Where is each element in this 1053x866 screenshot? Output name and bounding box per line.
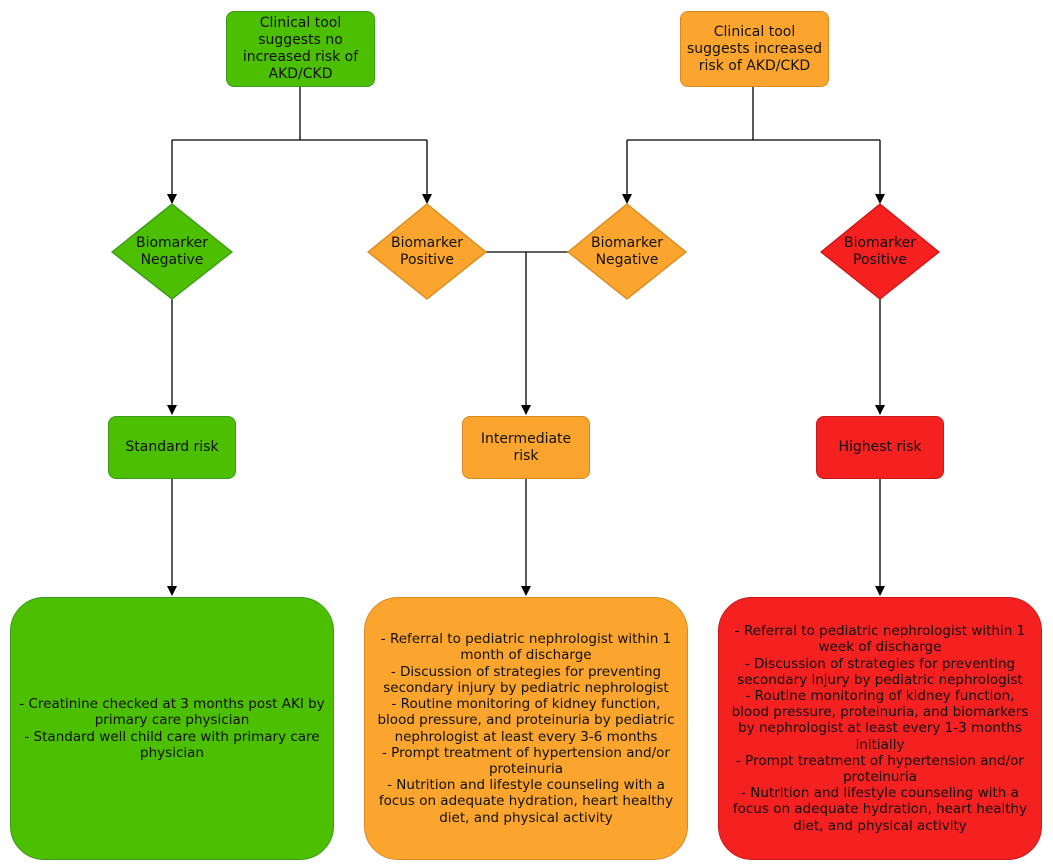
standard-recommendations-list: - Creatinine checked at 3 months post AK… [17, 696, 327, 761]
standard-risk-box: Standard risk [108, 416, 236, 479]
diamond-right-positive-line2: Positive [853, 252, 907, 268]
diamond-right-positive-line1: Biomarker [843, 235, 916, 251]
diamond-left-negative [110, 203, 234, 300]
intermediate-recommendation-item: - Nutrition and lifestyle counseling wit… [378, 777, 674, 826]
highest-recommendation-item: - Nutrition and lifestyle counseling wit… [732, 785, 1028, 834]
diamond-right-negative [566, 203, 688, 300]
highest-recommendation-item: - Prompt treatment of hypertension and/o… [736, 752, 1024, 785]
diamond-left-positive [366, 203, 488, 300]
highest-recommendation-item: - Discussion of strategies for preventin… [737, 655, 1023, 688]
highest-recommendations-list: - Referral to pediatric nephrologist wit… [725, 623, 1035, 834]
diamond-right-negative-label: Biomarker Negative [567, 235, 687, 269]
intermediate-risk-box: Intermediate risk [462, 416, 590, 479]
standard-recommendation-item: - Creatinine checked at 3 months post AK… [19, 696, 325, 729]
intermediate-recommendation-item: - Referral to pediatric nephrologist wit… [380, 631, 672, 664]
intermediate-recommendation-item: - Prompt treatment of hypertension and/o… [382, 744, 670, 777]
diamond-left-negative-line1: Biomarker [135, 235, 208, 251]
highest-recommendation-item: - Routine monitoring of kidney function,… [731, 687, 1029, 753]
highest-recommendations-box: - Referral to pediatric nephrologist wit… [718, 597, 1042, 860]
standard-recommendation-item: - Standard well child care with primary … [24, 728, 320, 761]
diamond-right-negative-line2: Negative [595, 252, 659, 268]
diamond-left-positive-label: Biomarker Positive [367, 235, 487, 269]
top-box-no-increased-risk: Clinical tool suggests no increased risk… [226, 11, 375, 87]
highest-risk-label: Highest risk [838, 439, 922, 455]
diamond-left-negative-line2: Negative [140, 252, 204, 268]
intermediate-recommendation-item: - Discussion of strategies for preventin… [383, 663, 669, 696]
intermediate-risk-label: Intermediate risk [480, 430, 572, 464]
diamond-left-positive-line1: Biomarker [390, 235, 463, 251]
intermediate-recommendations-list: - Referral to pediatric nephrologist wit… [371, 631, 681, 825]
highest-recommendation-item: - Referral to pediatric nephrologist wit… [734, 623, 1026, 656]
diamond-right-negative-line1: Biomarker [590, 235, 663, 251]
top-box-increased-risk: Clinical tool suggests increased risk of… [680, 11, 829, 87]
standard-risk-label: Standard risk [125, 439, 219, 455]
intermediate-recommendations-box: - Referral to pediatric nephrologist wit… [364, 597, 688, 860]
diamond-left-negative-label: Biomarker Negative [112, 235, 232, 269]
highest-risk-box: Highest risk [816, 416, 944, 479]
diamond-left-positive-line2: Positive [400, 252, 454, 268]
intermediate-recommendation-item: - Routine monitoring of kidney function,… [377, 696, 675, 745]
diamond-right-positive-label: Biomarker Positive [820, 235, 940, 269]
diamond-right-positive [819, 203, 941, 300]
top-box-increased-risk-text: Clinical tool suggests increased risk of… [687, 23, 822, 74]
top-box-no-increased-risk-text: Clinical tool suggests no increased risk… [242, 15, 359, 82]
standard-recommendations-box: - Creatinine checked at 3 months post AK… [10, 597, 334, 860]
